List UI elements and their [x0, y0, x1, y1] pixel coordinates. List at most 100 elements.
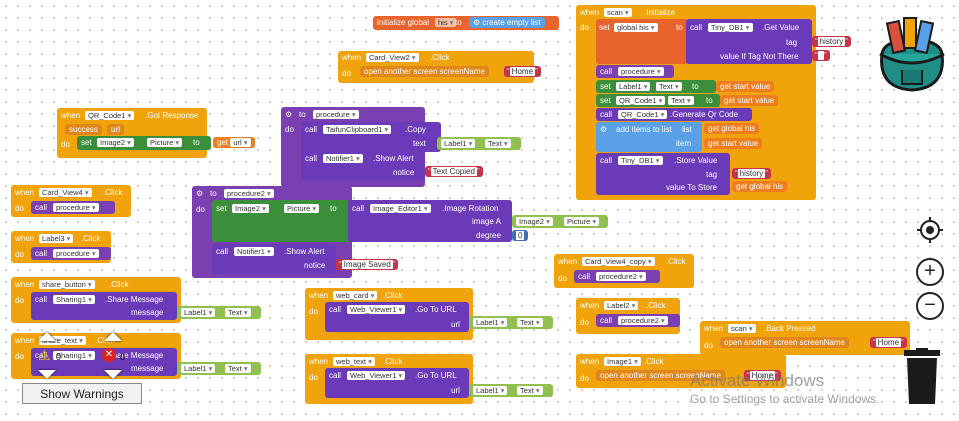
clipboard-dropdown[interactable]: TaifunClipboard1 — [323, 125, 392, 134]
get-global-his[interactable]: get global his — [704, 123, 760, 134]
component-dropdown[interactable]: Image1 — [604, 357, 641, 366]
notice-value[interactable]: “Image Saved” — [336, 259, 399, 270]
component-dropdown[interactable]: share_button — [39, 280, 95, 289]
get-global-his[interactable]: get global his — [732, 181, 788, 192]
trash-icon[interactable] — [902, 348, 942, 406]
clipboard-copy-block[interactable]: call TaifunClipboard1 .Copy text — [301, 122, 441, 152]
zoom-in-button[interactable]: + — [916, 258, 944, 286]
label1-text-getter[interactable]: Label1 Text — [469, 384, 553, 397]
call-procedure-block[interactable]: call procedure — [31, 201, 115, 214]
component-dropdown[interactable]: scan — [604, 8, 632, 17]
open-screen-block[interactable]: open another screen screenName — [720, 337, 849, 348]
error-down-arrow-icon[interactable] — [104, 370, 122, 379]
qr-got-response-block[interactable]: when QR_Code1 .Got Response success url … — [57, 108, 207, 158]
image1-click-block[interactable]: when Image1 .Click do open another scree… — [576, 354, 786, 388]
web-text-click-block[interactable]: when web_text .Click do call Web_Viewer1… — [305, 354, 473, 404]
property-dropdown[interactable]: Text — [225, 364, 251, 373]
screen-value[interactable]: “Home” — [504, 66, 541, 77]
card-view2-click-block[interactable]: when Card_View2 .Click do open another s… — [338, 51, 541, 83]
text-dropdown[interactable]: Text — [668, 96, 694, 105]
property-dropdown[interactable]: Text — [517, 386, 543, 395]
image-dropdown[interactable]: Image2 — [232, 204, 269, 213]
component-dropdown[interactable]: Label3 — [39, 234, 74, 243]
create-empty-list-block[interactable]: ⚙ create empty list — [469, 17, 545, 28]
param-success[interactable]: success — [65, 124, 102, 135]
generate-qr-block[interactable]: call QR_Code1 .Generate Qr Code — [596, 108, 752, 121]
component-dropdown[interactable]: Card_View4_copy — [582, 257, 655, 266]
property-dropdown[interactable]: Picture — [564, 217, 600, 226]
label-dropdown[interactable]: Label1 — [181, 308, 216, 317]
label-dropdown[interactable]: Label1 — [473, 318, 508, 327]
warning-up-arrow-icon[interactable] — [38, 332, 56, 341]
text-dropdown[interactable]: Text — [656, 82, 682, 91]
db-dropdown[interactable]: Tiny_DB1 — [708, 23, 753, 32]
qr-dropdown[interactable]: QR_Code1 — [618, 110, 668, 119]
property-dropdown[interactable]: Text — [517, 318, 543, 327]
zoom-out-button[interactable]: − — [916, 292, 944, 320]
call-procedure2-block[interactable]: call procedure2 — [596, 314, 680, 327]
share-message-block[interactable]: call Sharing1 .Share Message message — [31, 292, 177, 320]
component-dropdown[interactable]: QR_Code1 — [85, 111, 135, 120]
image-dropdown[interactable]: Image2 — [516, 217, 553, 226]
url-dropdown[interactable]: url — [230, 138, 251, 147]
component-dropdown[interactable]: Card_View4 — [39, 188, 92, 197]
get-start-value[interactable]: get start value — [704, 138, 763, 149]
db-dropdown[interactable]: Tiny_DB1 — [618, 156, 663, 165]
set-global-block[interactable]: set global his to — [596, 19, 688, 64]
label1-dropdown[interactable]: Label1 — [616, 82, 651, 91]
global-dropdown[interactable]: global his — [614, 23, 658, 32]
open-screen-block[interactable]: open another screen screenName — [360, 66, 489, 77]
set-qr-text-block[interactable]: set QR_Code1 Text to — [596, 94, 720, 107]
backpack-icon[interactable] — [872, 14, 952, 94]
card-view4-click-block[interactable]: when Card_View4 .Click do call procedure — [11, 185, 131, 217]
global-name[interactable]: his — [435, 18, 457, 27]
screen-value[interactable]: “Home” — [744, 370, 781, 381]
set-image2-picture-block[interactable]: set Image2 Picture to — [77, 136, 211, 150]
web-card-click-block[interactable]: when web_card .Click do call Web_Viewer1… — [305, 288, 473, 340]
property-dropdown[interactable]: Picture — [284, 204, 320, 213]
label1-text-getter[interactable]: Label1 Text — [469, 316, 553, 329]
component-dropdown[interactable]: scan — [728, 324, 756, 333]
tag-value[interactable]: “history” — [732, 168, 771, 179]
store-value-block[interactable]: call Tiny_DB1 .Store Value tag value To … — [596, 153, 730, 195]
share-button-click-block[interactable]: when share_button .Click do call Sharing… — [11, 277, 181, 323]
notice-value[interactable]: “Text Copied” — [425, 166, 483, 177]
procedure-dropdown[interactable]: procedure — [618, 67, 664, 76]
component-dropdown[interactable]: share_text — [39, 336, 86, 345]
param-url[interactable]: url — [107, 124, 124, 135]
warning-navigator[interactable]: ⚠ 0 ✕ 0 — [34, 332, 130, 380]
call-procedure-block[interactable]: call procedure — [31, 247, 111, 260]
label1-text-getter[interactable]: Label1 Text — [177, 362, 261, 375]
get-start-value[interactable]: get start value — [720, 95, 779, 106]
label-dropdown[interactable]: Label1 — [473, 386, 508, 395]
sharing-dropdown[interactable]: Sharing1 — [53, 295, 95, 304]
web-viewer-dropdown[interactable]: Web_Viewer1 — [347, 371, 406, 380]
go-to-url-block[interactable]: call Web_Viewer1 .Go To URL url — [325, 302, 469, 332]
property-dropdown[interactable]: Text — [225, 308, 251, 317]
property-dropdown[interactable]: Picture — [147, 138, 183, 147]
component-dropdown[interactable]: web_card — [333, 291, 378, 300]
label2-click-block[interactable]: when Label2 .Click do call procedure2 — [576, 298, 680, 334]
set-image2-rotation-block[interactable]: set Image2 Picture to — [212, 200, 350, 242]
qr-dropdown[interactable]: QR_Code1 — [616, 96, 666, 105]
notifier-dropdown[interactable]: Notifier1 — [323, 154, 363, 163]
procedure-dropdown[interactable]: procedure — [53, 203, 99, 212]
component-dropdown[interactable]: Card_View2 — [366, 53, 419, 62]
image-rotation-block[interactable]: call Image_Editor1 .Image Rotation image… — [348, 200, 512, 242]
card-view4-copy-click-block[interactable]: when Card_View4_copy .Click do call proc… — [554, 254, 694, 288]
show-alert-block[interactable]: call Notifier1 .Show Alert notice — [301, 151, 425, 181]
label3-click-block[interactable]: when Label3 .Click do call procedure — [11, 231, 111, 263]
procedure-name[interactable]: procedure2 — [224, 189, 274, 198]
scan-back-pressed-block[interactable]: when scan .Back Pressed do open another … — [700, 321, 910, 355]
warning-down-arrow-icon[interactable] — [38, 370, 56, 379]
notifier-dropdown[interactable]: Notifier1 — [234, 247, 274, 256]
sharing-dropdown[interactable]: Sharing1 — [53, 351, 95, 360]
go-to-url-block[interactable]: call Web_Viewer1 .Go To URL url — [325, 368, 469, 398]
property-dropdown[interactable]: Text — [485, 139, 511, 148]
init-global-block[interactable]: initialize global his to ⚙ create empty … — [373, 16, 559, 30]
error-up-arrow-icon[interactable] — [104, 332, 122, 341]
call-procedure2-block[interactable]: call procedure2 — [574, 270, 660, 283]
component-dropdown[interactable]: Label2 — [604, 301, 639, 310]
procedure-name[interactable]: procedure — [313, 110, 359, 119]
procedure-dropdown[interactable]: procedure — [53, 249, 99, 258]
